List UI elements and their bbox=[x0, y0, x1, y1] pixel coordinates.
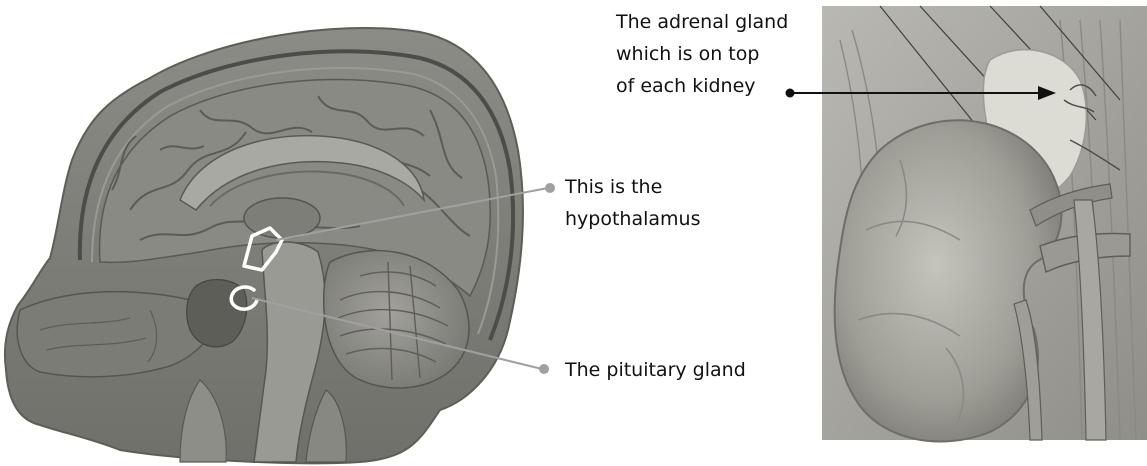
hypothalamus-label-line-1: This is the bbox=[565, 171, 700, 203]
adrenal-label-line-1: The adrenal gland bbox=[616, 6, 788, 38]
adrenal-gland-label: The adrenal gland which is on top of eac… bbox=[616, 6, 788, 102]
thalamus bbox=[244, 198, 320, 238]
hypothalamus-pointer-dot bbox=[545, 183, 555, 193]
brain-sagittal-illustration bbox=[5, 28, 523, 463]
adrenal-label-line-2: which is on top bbox=[616, 38, 788, 70]
adrenal-label-line-3: of each kidney bbox=[616, 70, 788, 102]
kidney-adrenal-illustration bbox=[822, 6, 1147, 442]
hypothalamus-label-line-2: hypothalamus bbox=[565, 203, 700, 235]
pituitary-label-line-1: The pituitary gland bbox=[565, 354, 746, 386]
pituitary-gland-label: The pituitary gland bbox=[565, 354, 746, 386]
pituitary-pointer-dot bbox=[539, 364, 549, 374]
hypothalamus-label: This is the hypothalamus bbox=[565, 171, 700, 235]
